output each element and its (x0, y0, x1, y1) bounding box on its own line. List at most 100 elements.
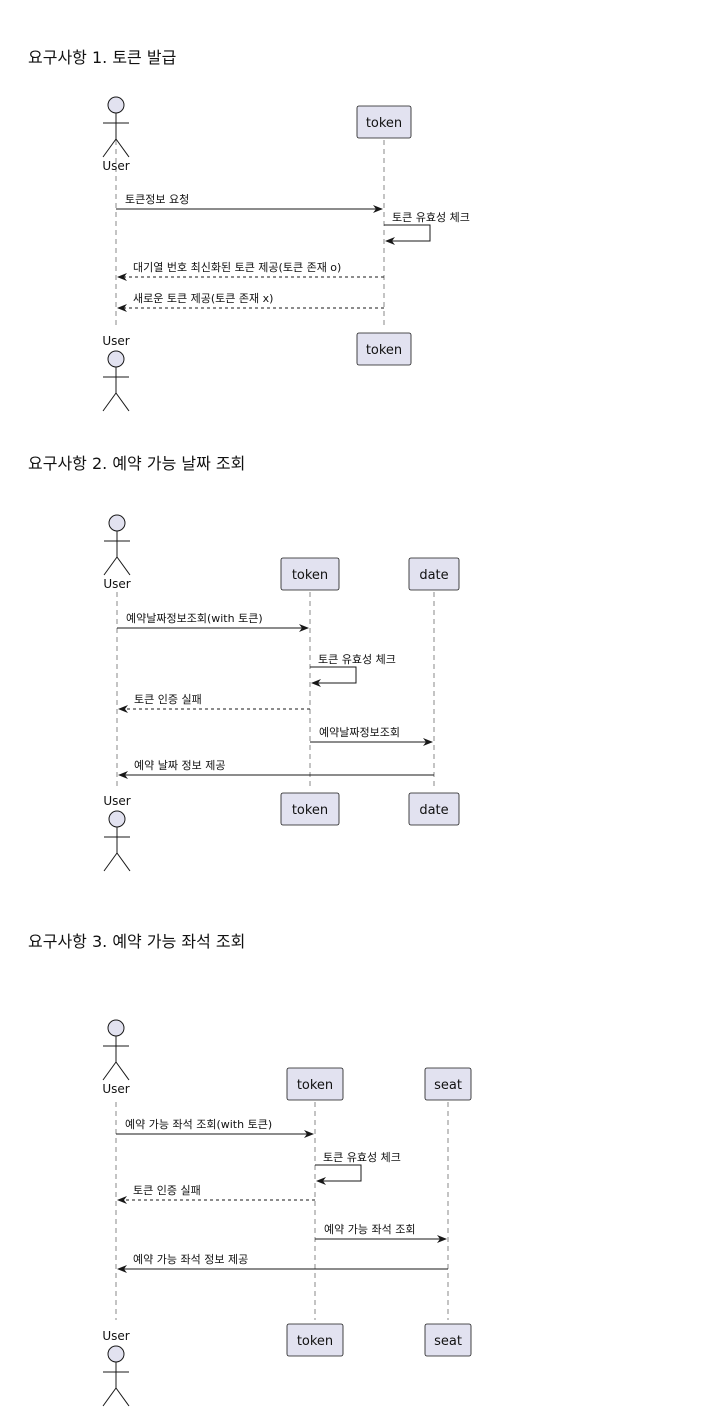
actor-user-bottom: User (102, 334, 130, 412)
message-label: 예약 가능 좌석 정보 제공 (133, 1252, 248, 1266)
message: 예약 가능 좌석 조회(with 토큰) (116, 1117, 314, 1138)
participant-box (408, 557, 460, 591)
actor-head-icon (107, 96, 125, 114)
participant-seat-top: seat (424, 1067, 472, 1101)
participant-label: token (292, 803, 328, 818)
participant-label: seat (434, 1334, 462, 1349)
arrow-head (117, 273, 127, 281)
participant-date-bottom: date (408, 792, 460, 826)
actor-head-icon (108, 810, 126, 828)
actor-user-bottom: User (102, 1329, 130, 1407)
message-label: 토큰 유효성 체크 (323, 1151, 401, 1164)
message-label: 예약 가능 좌석 조회 (324, 1222, 415, 1236)
arrow-head (299, 624, 309, 632)
actor-user-top: User (102, 96, 130, 173)
actor-head-icon (108, 514, 126, 532)
self-arrow-line (384, 224, 431, 242)
arrow-head (437, 1235, 447, 1243)
message: 예약날짜정보조회(with 토큰) (117, 611, 309, 632)
participant-seat-bottom: seat (424, 1323, 472, 1357)
message-label: 예약 날짜 정보 제공 (134, 758, 225, 772)
self-message: 토큰 유효성 체크 (310, 653, 396, 687)
participant-box (356, 105, 412, 139)
message: 예약 날짜 정보 제공 (118, 758, 434, 779)
participant-label: token (297, 1078, 333, 1093)
self-arrow-line (315, 1164, 362, 1182)
message-label: 토큰정보 요청 (125, 193, 189, 206)
message: 예약날짜정보조회 (310, 725, 433, 746)
message-label: 예약날짜정보조회 (319, 725, 400, 739)
participant-box (408, 792, 460, 826)
participant-box (356, 332, 412, 366)
actor-head-icon (107, 1019, 125, 1037)
arrow-head (373, 205, 383, 213)
participant-label: seat (434, 1078, 462, 1093)
actor-head-icon (107, 1345, 125, 1363)
actor-label: User (102, 1082, 129, 1096)
participant-box (286, 1067, 344, 1101)
message-label: 예약날짜정보조회(with 토큰) (126, 611, 263, 625)
self-arrow-line (310, 666, 357, 684)
actor-user-top: User (103, 514, 131, 591)
arrow-head (117, 1196, 127, 1204)
participant-box (280, 557, 340, 591)
actor-leg-right (115, 1061, 130, 1081)
participant-label: token (292, 568, 328, 583)
arrow-head (304, 1130, 314, 1138)
message-label: 토큰 유효성 체크 (318, 653, 396, 666)
section-1-title: 요구사항 1. 토큰 발급 (28, 48, 177, 67)
message: 예약 가능 좌석 정보 제공 (117, 1252, 448, 1273)
actor-label: User (102, 1329, 129, 1343)
arrow-head (118, 771, 128, 779)
message-label: 예약 가능 좌석 조회(with 토큰) (125, 1117, 272, 1131)
actor-leg-left (102, 138, 117, 158)
arrow-head (117, 304, 127, 312)
actor-leg-right (115, 392, 130, 412)
participant-label: date (419, 568, 448, 583)
participant-token-top: token (356, 105, 412, 139)
arrow-head (316, 1177, 326, 1185)
arrow-head (385, 237, 395, 245)
actor-leg-right (115, 1387, 130, 1407)
actor-leg-right (116, 852, 131, 872)
actor-user-top: User (102, 1019, 130, 1096)
participant-box (280, 792, 340, 826)
participant-box (424, 1323, 472, 1357)
actor-label: User (103, 794, 130, 808)
message: 토큰 인증 실패 (118, 693, 310, 713)
arrow-head (423, 738, 433, 746)
arrow-head (118, 705, 128, 713)
arrow-head (311, 679, 321, 687)
actor-leg-left (102, 392, 117, 412)
message: 토큰정보 요청 (116, 193, 383, 213)
arrow-head (117, 1265, 127, 1273)
participant-label: date (419, 803, 448, 818)
message: 토큰 인증 실패 (117, 1184, 315, 1204)
participant-box (286, 1323, 344, 1357)
actor-label: User (102, 334, 129, 348)
message-label: 새로운 토큰 제공(토큰 존재 x) (133, 292, 273, 305)
participant-box (424, 1067, 472, 1101)
participant-label: token (297, 1334, 333, 1349)
message: 대기열 번호 최신화된 토큰 제공(토큰 존재 o) (117, 261, 384, 281)
actor-label: User (103, 577, 130, 591)
participant-token-top: token (280, 557, 340, 591)
message: 예약 가능 좌석 조회 (315, 1222, 447, 1243)
section-3-title: 요구사항 3. 예약 가능 좌석 조회 (28, 932, 246, 951)
message-label: 토큰 유효성 체크 (392, 211, 470, 224)
participant-label: token (366, 116, 402, 131)
message-label: 토큰 인증 실패 (134, 693, 202, 706)
actor-leg-right (116, 556, 131, 576)
message-label: 대기열 번호 최신화된 토큰 제공(토큰 존재 o) (133, 261, 341, 274)
message-label: 토큰 인증 실패 (133, 1184, 201, 1197)
sequence-diagram-2: UserUsertokentokendatedate예약날짜정보조회(with … (103, 514, 460, 872)
section-2-title: 요구사항 2. 예약 가능 날짜 조회 (28, 454, 246, 473)
participant-token-top: token (286, 1067, 344, 1101)
actor-user-bottom: User (103, 794, 131, 872)
actor-leg-left (102, 1387, 117, 1407)
participant-date-top: date (408, 557, 460, 591)
actor-label: User (102, 159, 129, 173)
actor-leg-left (102, 1061, 117, 1081)
